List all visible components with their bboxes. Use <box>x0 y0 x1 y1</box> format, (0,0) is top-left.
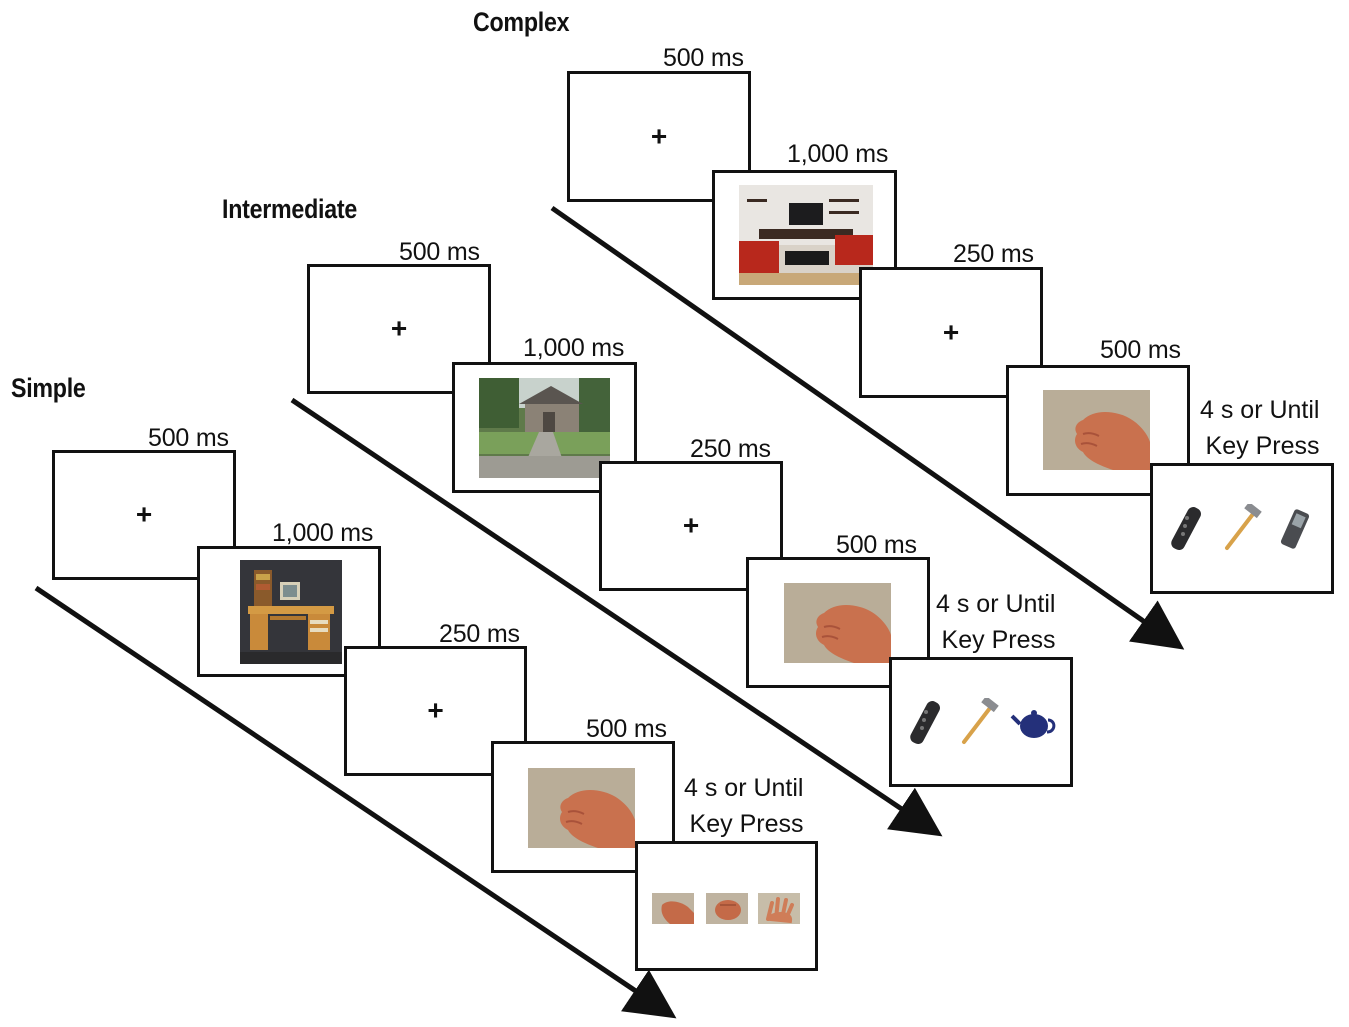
duration-label-prime: 500 ms <box>836 531 917 559</box>
hand-clench-photo <box>652 893 694 924</box>
condition-title-simple: Simple <box>11 373 86 403</box>
duration-label-response: 4 s or Until Key Press <box>1200 392 1319 464</box>
response-label-line2: Key Press <box>1205 432 1320 460</box>
duration-label-isi: 250 ms <box>690 435 771 463</box>
hammer-photo <box>1219 504 1263 554</box>
hammer-photo <box>956 698 1000 748</box>
time-arrow-simple <box>34 585 677 1019</box>
condition-title-complex: Complex <box>473 7 570 37</box>
fixation-cross: + <box>135 498 153 530</box>
time-arrow-intermediate <box>290 397 943 837</box>
cellphone-photo <box>1273 506 1317 552</box>
response-label-line1: 4 s or Until <box>1200 396 1320 424</box>
hand-grip-photo <box>784 583 891 663</box>
duration-label-response: 4 s or Until Key Press <box>936 586 1055 658</box>
remote-control-photo <box>904 698 948 748</box>
duration-label-scene: 1,000 ms <box>787 140 889 168</box>
living-room-photo <box>739 185 873 285</box>
response-label-line1: 4 s or Until <box>936 590 1056 618</box>
isi-fixation-frame: + <box>859 267 1043 398</box>
duration-label-isi: 250 ms <box>953 240 1034 268</box>
fixation-cross: + <box>427 694 444 726</box>
response-frame <box>889 657 1073 787</box>
duration-label-prime: 500 ms <box>586 715 667 743</box>
duration-label-scene: 1,000 ms <box>523 334 625 362</box>
fixation-cross: + <box>650 119 668 151</box>
duration-label-isi: 250 ms <box>439 620 520 648</box>
duration-label-fixation: 500 ms <box>399 238 480 266</box>
scene-frame <box>452 362 637 493</box>
fixation-cross: + <box>390 312 408 344</box>
response-frame <box>1150 463 1334 594</box>
hand-grip-photo <box>528 768 635 848</box>
remote-control-photo <box>1165 504 1209 554</box>
response-label-line2: Key Press <box>941 626 1056 654</box>
duration-label-prime: 500 ms <box>1100 336 1181 364</box>
teapot-photo <box>1010 700 1060 746</box>
prime-frame <box>1006 365 1190 496</box>
house-garden-photo <box>479 378 610 478</box>
condition-title-intermediate: Intermediate <box>222 194 357 224</box>
duration-label-fixation: 500 ms <box>148 424 229 452</box>
hand-fist-photo <box>706 893 748 924</box>
response-label-line2: Key Press <box>689 810 804 838</box>
response-label-line1: 4 s or Until <box>684 774 804 802</box>
response-frame <box>635 841 818 971</box>
duration-label-response: 4 s or Until Key Press <box>684 770 803 842</box>
fixation-cross: + <box>942 315 960 347</box>
hand-open-photo <box>758 893 800 924</box>
duration-label-fixation: 500 ms <box>663 44 744 72</box>
hand-grip-photo <box>1043 390 1150 470</box>
fixation-cross: + <box>682 509 700 541</box>
desk-scene-photo <box>240 560 342 664</box>
prime-frame <box>491 741 675 873</box>
time-arrow-complex <box>550 205 1185 650</box>
duration-label-scene: 1,000 ms <box>272 519 374 547</box>
scene-frame <box>197 546 381 677</box>
